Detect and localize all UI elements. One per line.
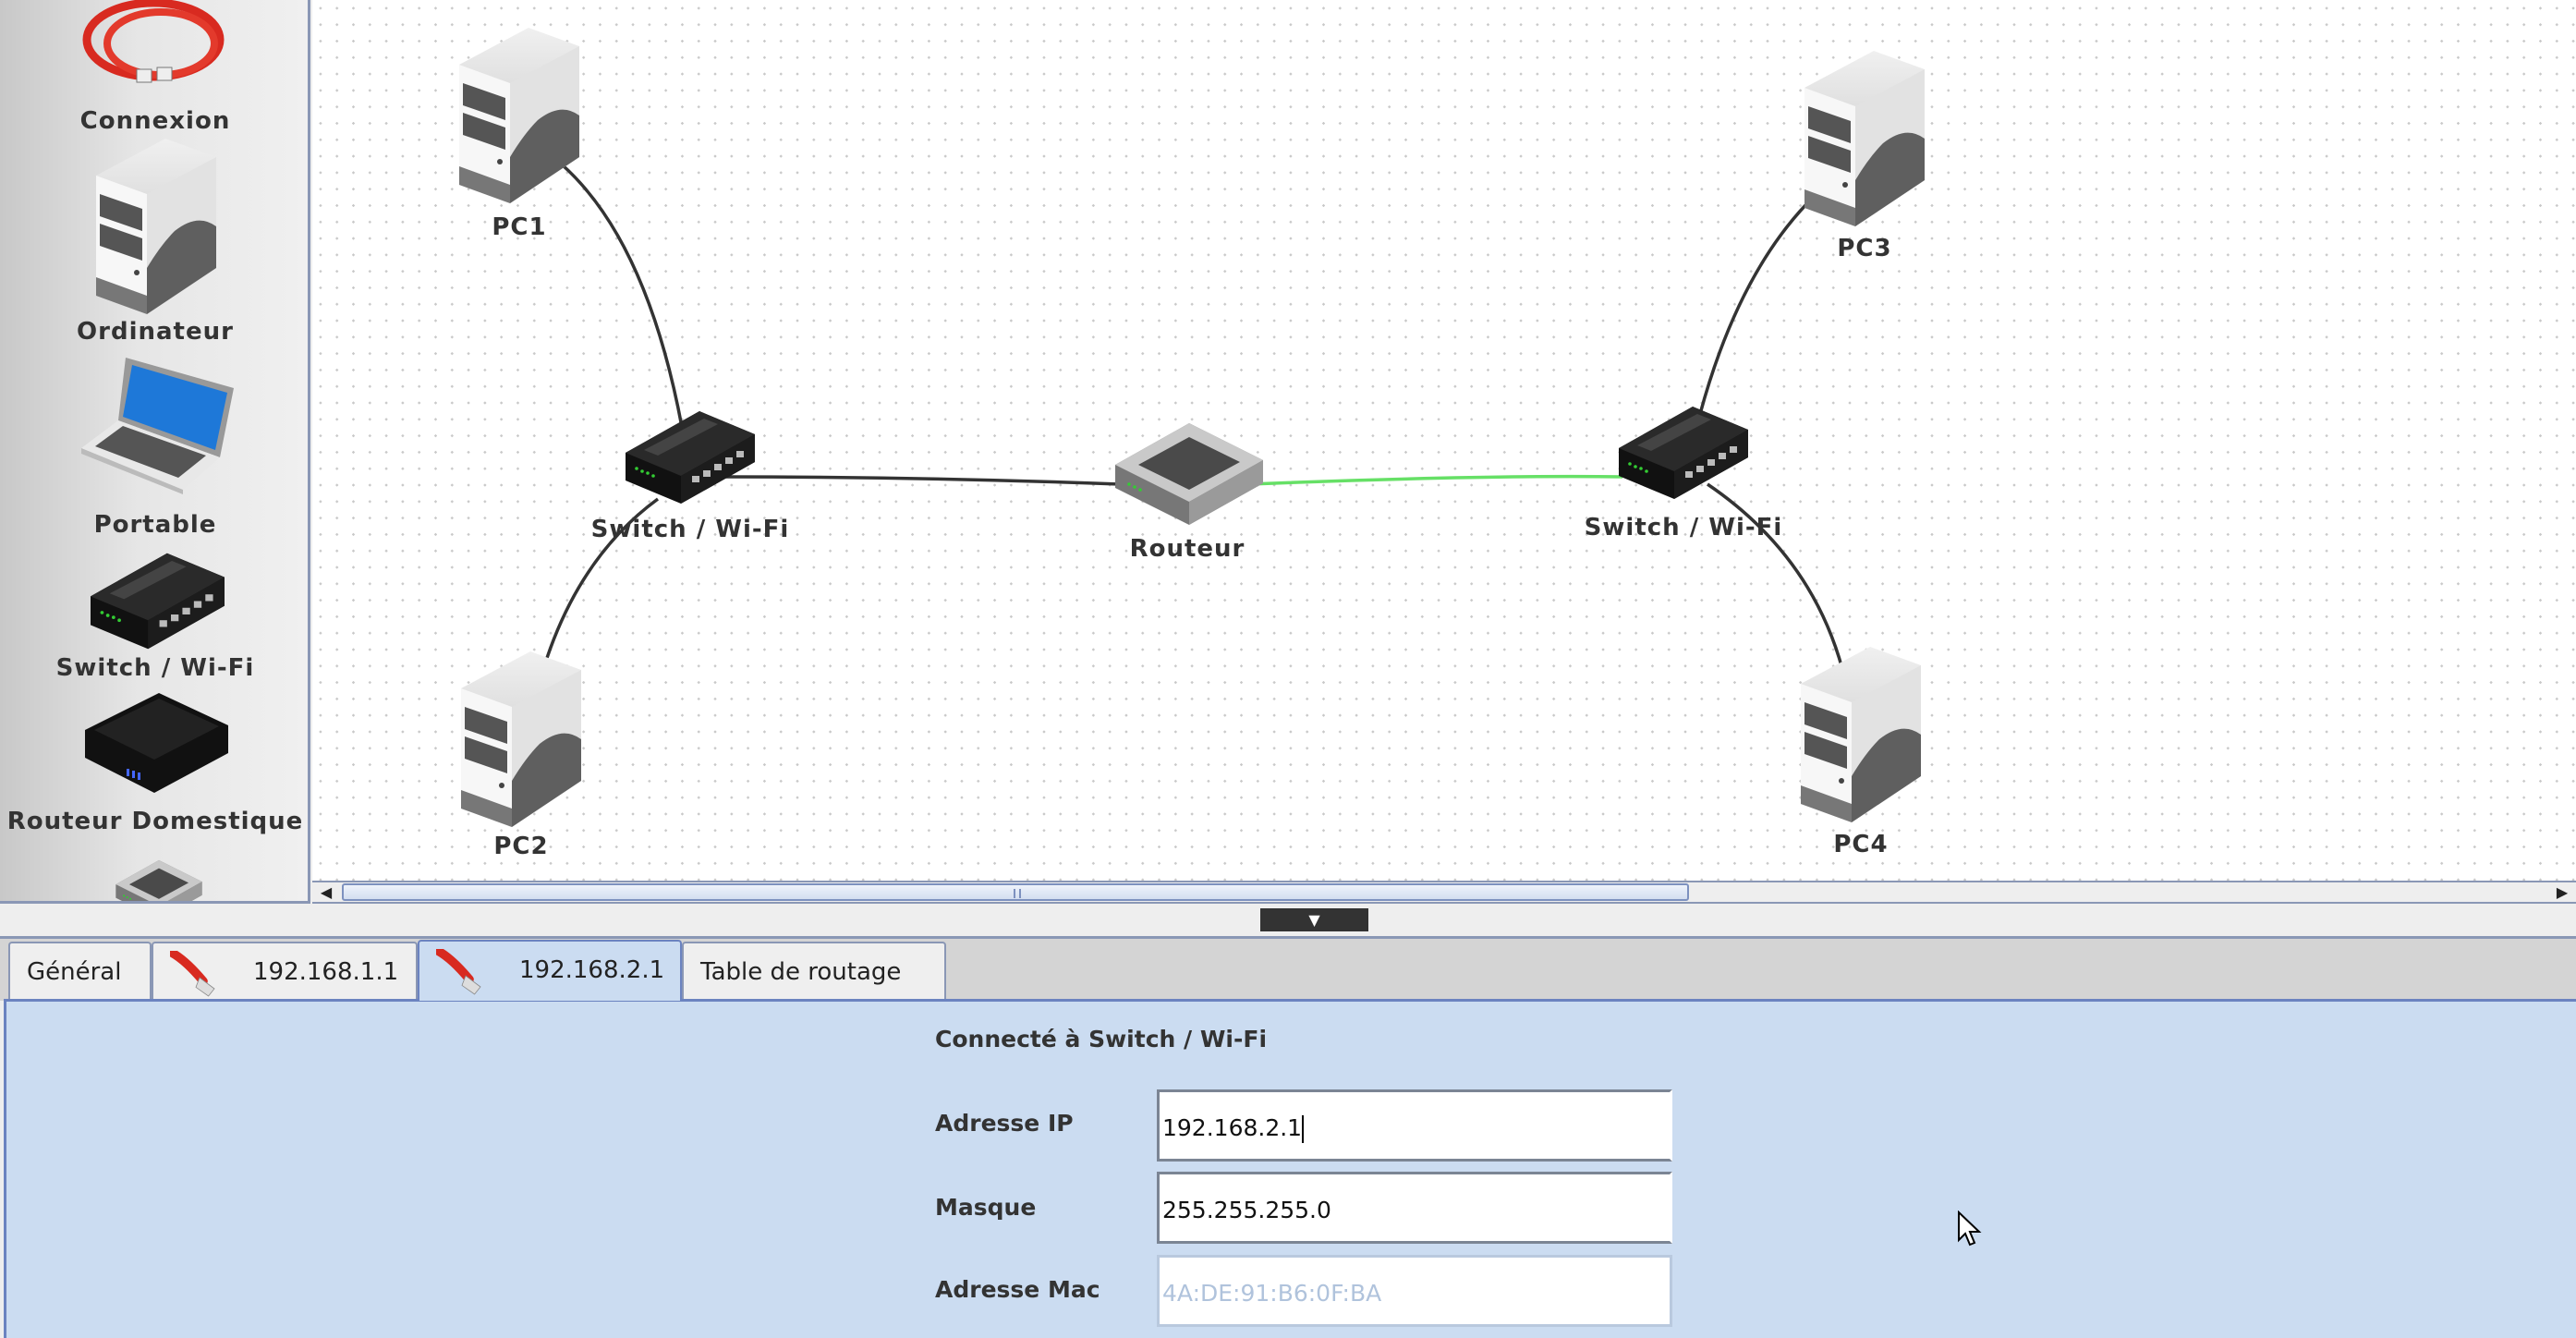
node-router[interactable]: Routeur bbox=[1115, 423, 1263, 563]
palette-label: Connexion bbox=[79, 107, 231, 135]
node-label: PC4 bbox=[1833, 831, 1888, 858]
node-pc1[interactable]: PC1 bbox=[459, 28, 579, 241]
node-label: Switch / Wi-Fi bbox=[1585, 514, 1783, 541]
palette-item-connexion[interactable]: Connexion bbox=[0, 0, 308, 139]
chevron-down-icon: ▼ bbox=[1308, 911, 1320, 929]
horizontal-scrollbar[interactable]: ◀ ▶ bbox=[312, 881, 2576, 904]
ip-address-input[interactable]: 192.168.2.1 bbox=[1157, 1089, 1672, 1162]
mouse-cursor-icon bbox=[1958, 1210, 1982, 1247]
palette-item-switch[interactable]: Switch / Wi-Fi bbox=[0, 545, 308, 693]
scroll-right-icon[interactable]: ▶ bbox=[2556, 883, 2569, 901]
mask-value: 255.255.255.0 bbox=[1162, 1197, 1331, 1223]
ip-label: Adresse IP bbox=[935, 1110, 1074, 1137]
tab-label: 192.168.1.1 bbox=[253, 958, 399, 986]
switch-icon bbox=[91, 553, 225, 650]
computer-icon bbox=[459, 28, 579, 203]
tab-interface-1[interactable]: 192.168.1.1 bbox=[152, 942, 418, 999]
node-label: Switch / Wi-Fi bbox=[591, 516, 790, 543]
ip-value: 192.168.2.1 bbox=[1162, 1114, 1303, 1141]
computer-icon bbox=[1804, 51, 1925, 226]
laptop-icon bbox=[81, 358, 234, 494]
node-label: PC2 bbox=[493, 833, 548, 860]
palette-label: Portable bbox=[93, 511, 217, 539]
network-canvas[interactable]: PC1 PC2 PC3 PC4 Switch / Wi-Fi Routeur S… bbox=[312, 0, 2576, 881]
mac-label: Adresse Mac bbox=[935, 1276, 1100, 1303]
mask-input[interactable]: 255.255.255.0 bbox=[1157, 1172, 1672, 1244]
tab-label: Général bbox=[27, 958, 122, 986]
node-label: Routeur bbox=[1130, 535, 1245, 563]
component-palette: Connexion Ordinateur Portable Switch / W… bbox=[0, 0, 310, 904]
cable-icon bbox=[170, 951, 244, 997]
mask-label: Masque bbox=[935, 1194, 1037, 1221]
node-pc2[interactable]: PC2 bbox=[461, 651, 581, 860]
scrollbar-thumb[interactable] bbox=[342, 883, 1689, 901]
switch-icon bbox=[626, 411, 755, 504]
palette-item-ordinateur[interactable]: Ordinateur bbox=[0, 139, 308, 351]
palette-label: Ordinateur bbox=[77, 318, 234, 346]
node-label: PC1 bbox=[492, 213, 546, 241]
palette-label: Switch / Wi-Fi bbox=[55, 654, 255, 682]
palette-item-portable[interactable]: Portable bbox=[0, 351, 308, 545]
router-icon bbox=[1115, 423, 1263, 525]
palette-item-routeur-domestique[interactable]: Routeur Domestique bbox=[0, 693, 308, 841]
link-switch2-pc4[interactable] bbox=[1707, 482, 1844, 670]
tab-label: 192.168.2.1 bbox=[519, 956, 665, 984]
node-switch-left[interactable]: Switch / Wi-Fi bbox=[591, 411, 790, 543]
link-router-switch2[interactable] bbox=[1248, 474, 1623, 486]
link-pc1-switch1[interactable] bbox=[560, 163, 684, 428]
tab-general[interactable]: Général bbox=[8, 942, 152, 999]
cable-icon bbox=[436, 949, 510, 995]
node-pc4[interactable]: PC4 bbox=[1801, 647, 1921, 858]
node-pc3[interactable]: PC3 bbox=[1804, 51, 1925, 262]
mac-address-input: 4A:DE:91:B6:0F:BA bbox=[1157, 1255, 1672, 1327]
node-label: PC3 bbox=[1837, 235, 1891, 262]
link-pc2-switch1[interactable] bbox=[545, 497, 660, 659]
home-router-icon bbox=[85, 693, 228, 793]
text-caret bbox=[1302, 1115, 1305, 1143]
mac-value: 4A:DE:91:B6:0F:BA bbox=[1162, 1280, 1382, 1307]
computer-icon bbox=[1801, 647, 1921, 822]
grip-icon bbox=[1014, 889, 1021, 898]
tab-routing-table[interactable]: Table de routage bbox=[682, 942, 946, 999]
cable-icon bbox=[82, 0, 225, 83]
collapse-panel-button[interactable]: ▼ bbox=[1260, 908, 1368, 931]
link-switch2-pc3[interactable] bbox=[1698, 201, 1809, 415]
tab-interface-2[interactable]: 192.168.2.1 bbox=[418, 940, 682, 1001]
tab-label: Table de routage bbox=[700, 958, 902, 986]
computer-icon bbox=[461, 651, 581, 827]
link-switch1-router[interactable] bbox=[722, 475, 1121, 486]
connected-to-label: Connecté à Switch / Wi-Fi bbox=[935, 1026, 1268, 1052]
computer-icon bbox=[96, 139, 216, 314]
palette-item-partial[interactable] bbox=[0, 850, 310, 904]
scroll-left-icon[interactable]: ◀ bbox=[320, 883, 333, 901]
palette-label: Routeur Domestique bbox=[6, 808, 304, 835]
node-switch-right[interactable]: Switch / Wi-Fi bbox=[1585, 407, 1783, 541]
router-icon bbox=[85, 855, 233, 904]
switch-icon bbox=[1619, 407, 1748, 499]
